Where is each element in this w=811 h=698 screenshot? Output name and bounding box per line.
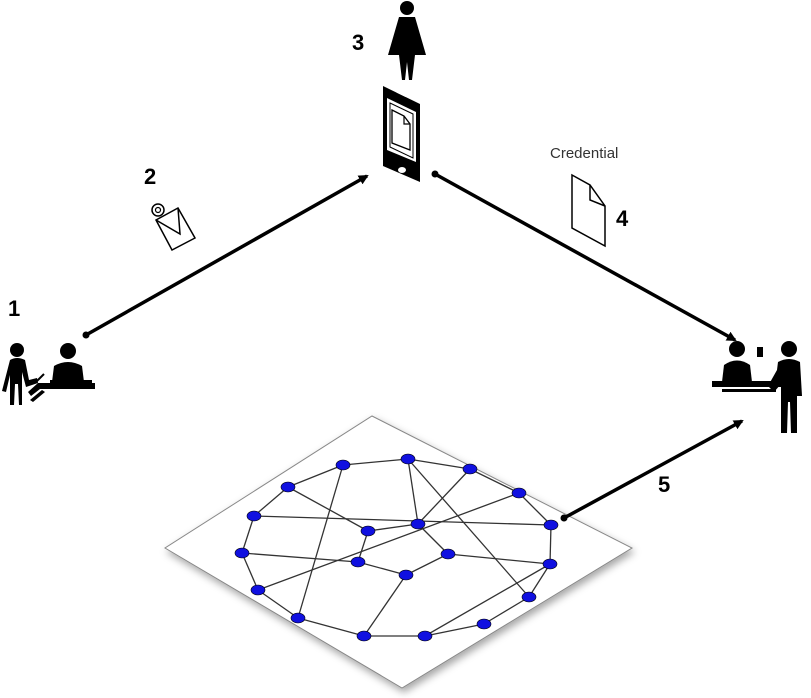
network-edge bbox=[417, 468, 471, 525]
network-edge bbox=[469, 468, 520, 494]
network-node bbox=[280, 481, 296, 493]
ledger-plane bbox=[164, 415, 634, 689]
network-edge bbox=[253, 486, 289, 517]
network-node bbox=[335, 459, 351, 471]
network-edge bbox=[407, 458, 419, 525]
network-edge bbox=[407, 458, 471, 470]
network-edge bbox=[518, 492, 552, 526]
network-edge bbox=[549, 524, 552, 565]
network-edge bbox=[253, 515, 552, 526]
network-node bbox=[542, 558, 558, 570]
network-node bbox=[398, 569, 414, 581]
network-edge bbox=[407, 458, 530, 598]
network-nodes bbox=[234, 453, 559, 642]
network-node bbox=[543, 519, 559, 531]
network-edge bbox=[424, 563, 551, 637]
arrow-phone-to-verifier bbox=[431, 170, 737, 342]
network-node bbox=[246, 510, 262, 522]
network-node bbox=[350, 556, 366, 568]
arrow-issuer-to-phone bbox=[82, 174, 369, 339]
network-edge bbox=[405, 553, 449, 576]
network-node bbox=[400, 453, 416, 465]
smartphone-icon bbox=[383, 86, 420, 182]
step-3-label: 3 bbox=[352, 30, 364, 55]
network-ledger bbox=[164, 415, 634, 689]
network-edge bbox=[241, 552, 259, 591]
step-5-label: 5 bbox=[658, 472, 670, 497]
network-node bbox=[234, 547, 250, 559]
network-edge bbox=[447, 553, 551, 565]
step-2-label: 2 bbox=[144, 164, 156, 189]
network-edge bbox=[424, 623, 485, 637]
network-edge bbox=[528, 563, 551, 598]
network-edge bbox=[483, 596, 530, 625]
network-node bbox=[250, 584, 266, 596]
network-node bbox=[360, 525, 376, 537]
network-node bbox=[521, 591, 537, 603]
person-woman-icon bbox=[388, 1, 426, 80]
network-edge bbox=[297, 617, 365, 637]
email-envelope-icon bbox=[151, 203, 197, 252]
network-node bbox=[356, 630, 372, 642]
verifier-desk-icon bbox=[712, 341, 802, 433]
network-edge bbox=[297, 464, 344, 619]
network-edge bbox=[363, 574, 407, 637]
network-edge bbox=[367, 523, 419, 532]
document-icon bbox=[571, 173, 606, 248]
network-node bbox=[290, 612, 306, 624]
network-edge bbox=[357, 561, 407, 576]
network-edge bbox=[241, 515, 255, 554]
network-node bbox=[476, 618, 492, 630]
network-edge bbox=[287, 486, 369, 532]
network-edge bbox=[257, 589, 299, 619]
network-node bbox=[462, 463, 478, 475]
network-edge bbox=[287, 464, 344, 488]
issuer-desk-icon bbox=[2, 343, 95, 405]
network-edge bbox=[257, 492, 520, 591]
network-node bbox=[511, 487, 527, 499]
network-edges bbox=[241, 458, 552, 637]
credential-label: Credential bbox=[550, 145, 618, 162]
network-node bbox=[440, 548, 456, 560]
step-1-label: 1 bbox=[8, 296, 20, 321]
arrow-ledger-to-verifier bbox=[560, 419, 744, 522]
network-node bbox=[410, 518, 426, 530]
network-node bbox=[417, 630, 433, 642]
step-4-label: 4 bbox=[616, 206, 629, 231]
network-edge bbox=[342, 458, 409, 466]
